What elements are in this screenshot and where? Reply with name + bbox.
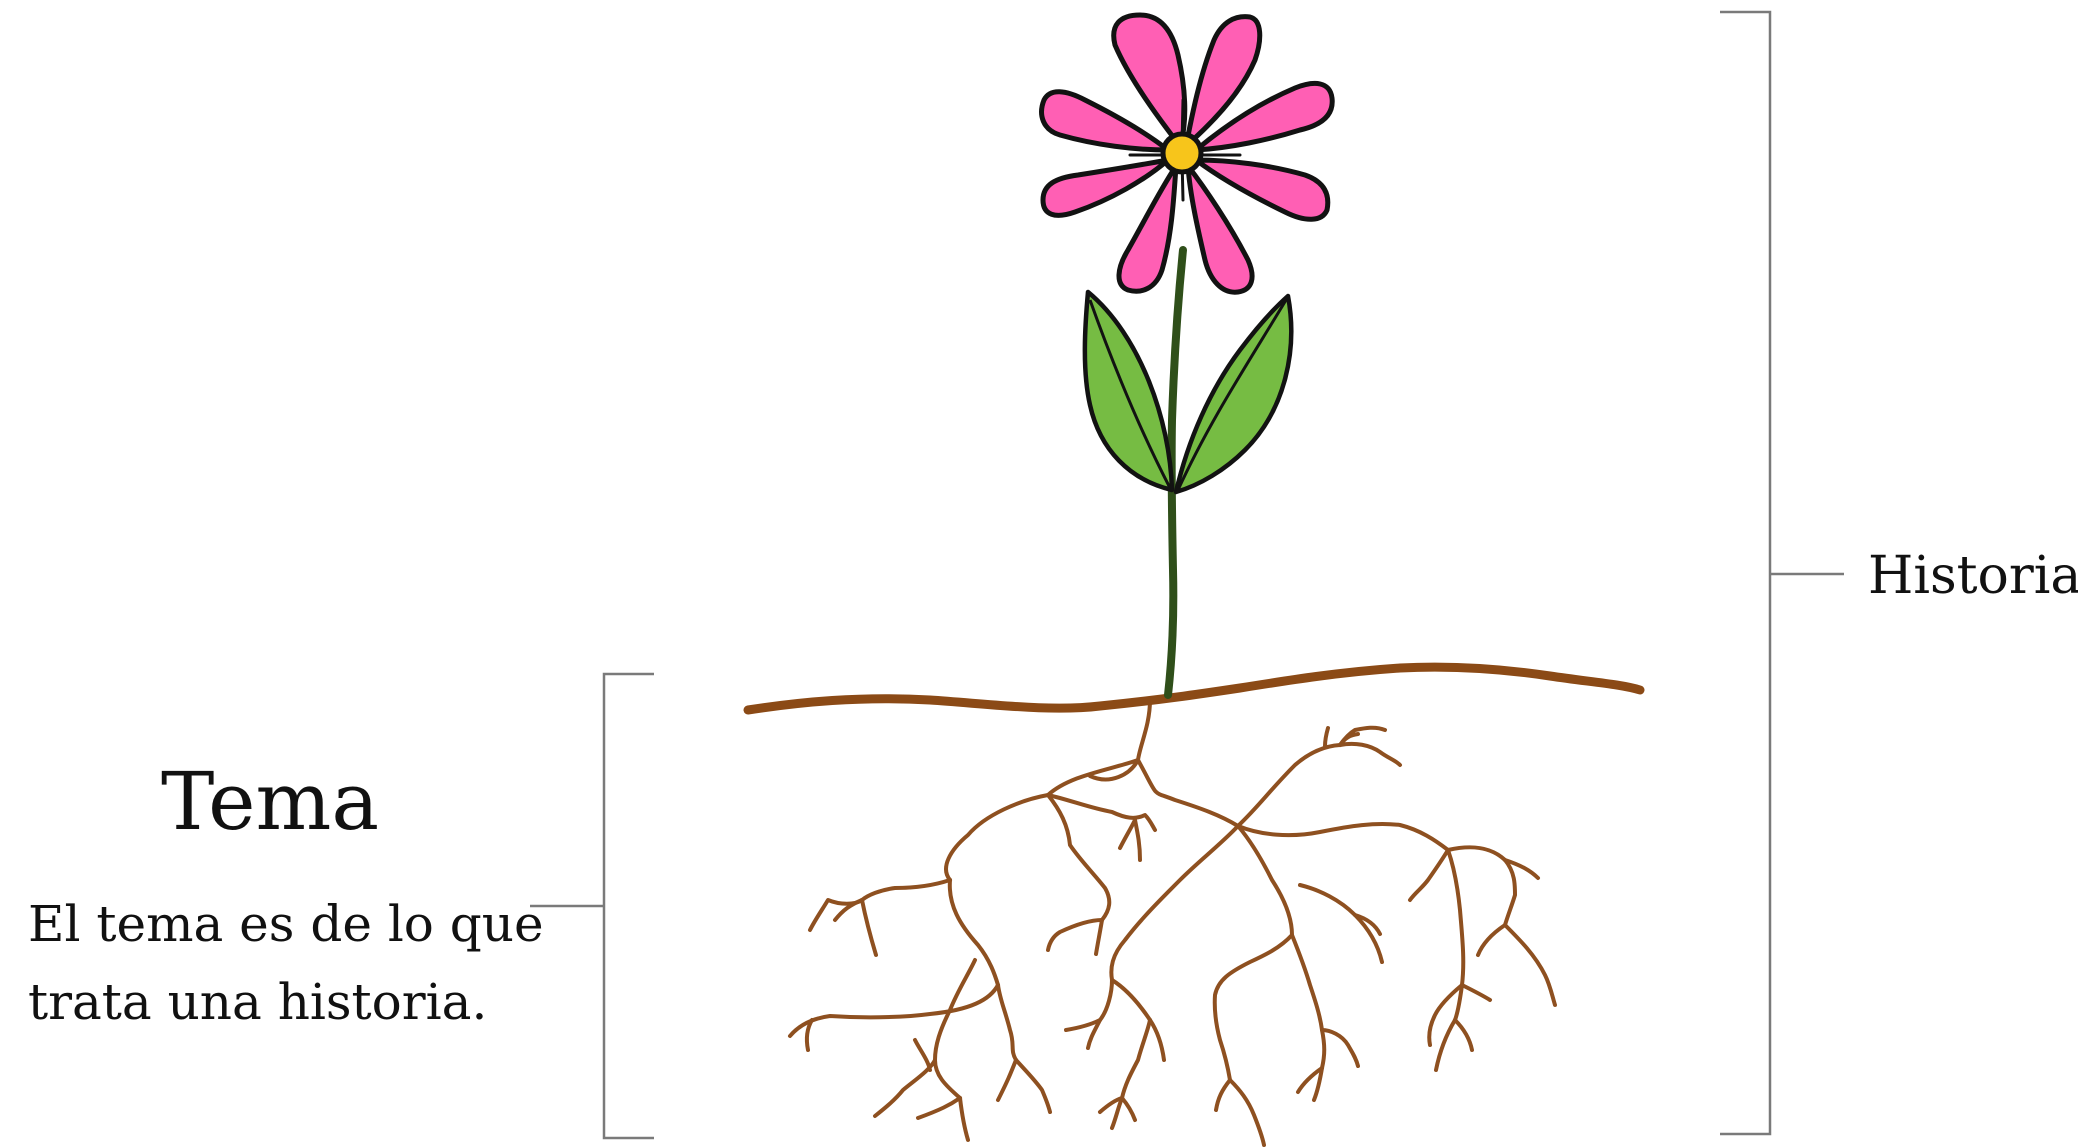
right-leaf: [1176, 296, 1291, 492]
flower-center: [1163, 134, 1201, 172]
historia-bracket: [1720, 12, 1844, 1134]
tema-description: El tema es de lo que trata una historia.: [28, 885, 548, 1041]
tema-title: Tema: [0, 762, 540, 842]
ground-line: [748, 667, 1640, 710]
historia-label: Historia: [1868, 546, 2078, 606]
leaves: [1085, 292, 1291, 492]
tema-bracket: [530, 674, 654, 1138]
roots: [790, 700, 1555, 1145]
